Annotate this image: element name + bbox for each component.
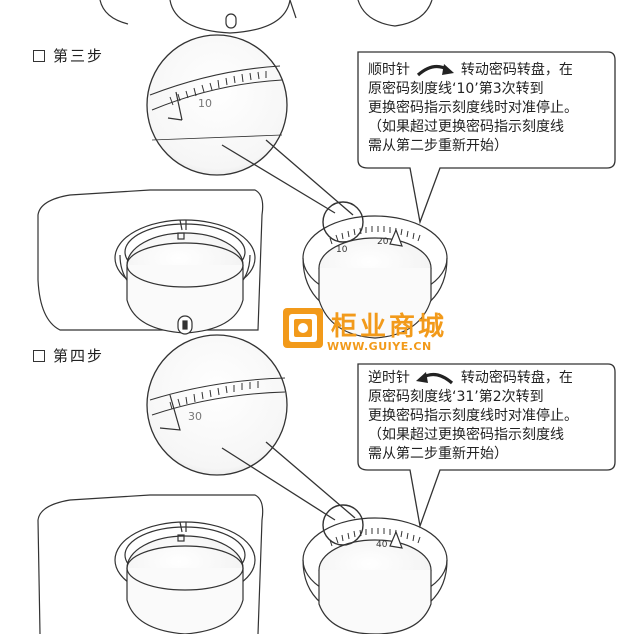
checkbox-icon xyxy=(33,49,45,62)
zoom-number-label: 10 xyxy=(198,97,212,110)
checkbox-icon xyxy=(33,349,45,362)
zoom-magnifier xyxy=(146,334,356,521)
dial-number-40: 40 xyxy=(376,540,388,550)
watermark: 柜业商城 WWW.GUIYE.CN xyxy=(283,306,453,356)
step-four-illustration: 30 xyxy=(37,334,616,634)
combination-dial xyxy=(302,504,448,634)
step-four-instructions: 逆时针 转动密码转盘，在 原密码刻度线‘31’第2次转到 更换密码指示刻度线时对… xyxy=(368,369,578,464)
instruction-line: （如果超过更换密码指示刻度线 xyxy=(368,119,564,135)
step-three-instructions: 顺时针 转动密码转盘，在 原密码刻度线‘10’第3次转到 更换密码指示刻度线时对… xyxy=(368,61,578,156)
direction-rest: 转动密码转盘，在 xyxy=(460,370,573,386)
step-four-title: 第四步 xyxy=(53,347,105,365)
speech-bubble-outline xyxy=(357,51,616,225)
zoom-number-label: 30 xyxy=(188,410,202,423)
dial-number-20: 20 xyxy=(377,237,389,247)
instruction-line: （如果超过更换密码指示刻度线 xyxy=(368,427,564,443)
instruction-line: 更换密码指示刻度线时对准停止。 xyxy=(368,100,578,116)
counterclockwise-arrow-icon xyxy=(416,372,454,385)
zoom-magnifier xyxy=(146,34,354,216)
safe-front-panel xyxy=(37,494,264,634)
instruction-line: 原密码刻度线‘10’第3次转到 xyxy=(368,81,544,97)
step-three-title: 第三步 xyxy=(53,47,105,65)
direction-label: 顺时针 xyxy=(368,62,410,78)
safe-front-panel xyxy=(37,189,264,335)
step-three-heading: 第三步 xyxy=(33,45,104,66)
direction-rest: 转动密码转盘，在 xyxy=(460,62,573,78)
watermark-url: WWW.GUIYE.CN xyxy=(327,340,432,353)
watermark-name: 柜业商城 xyxy=(331,312,448,342)
step-three-illustration: 10 xyxy=(37,34,616,339)
step-four-heading: 第四步 xyxy=(33,345,104,366)
watermark-logo-icon xyxy=(283,308,323,348)
combination-dial xyxy=(302,201,448,339)
clockwise-arrow-icon xyxy=(417,64,455,77)
dial-number-10: 10 xyxy=(336,245,348,255)
instruction-line: 需从第二步重新开始） xyxy=(368,446,508,462)
speech-bubble-outline xyxy=(357,363,616,529)
previous-step-partial xyxy=(99,0,433,34)
instruction-line: 更换密码指示刻度线时对准停止。 xyxy=(368,408,578,424)
direction-label: 逆时针 xyxy=(368,370,410,386)
instruction-line: 需从第二步重新开始） xyxy=(368,138,508,154)
instruction-line: 原密码刻度线‘31’第2次转到 xyxy=(368,389,544,405)
